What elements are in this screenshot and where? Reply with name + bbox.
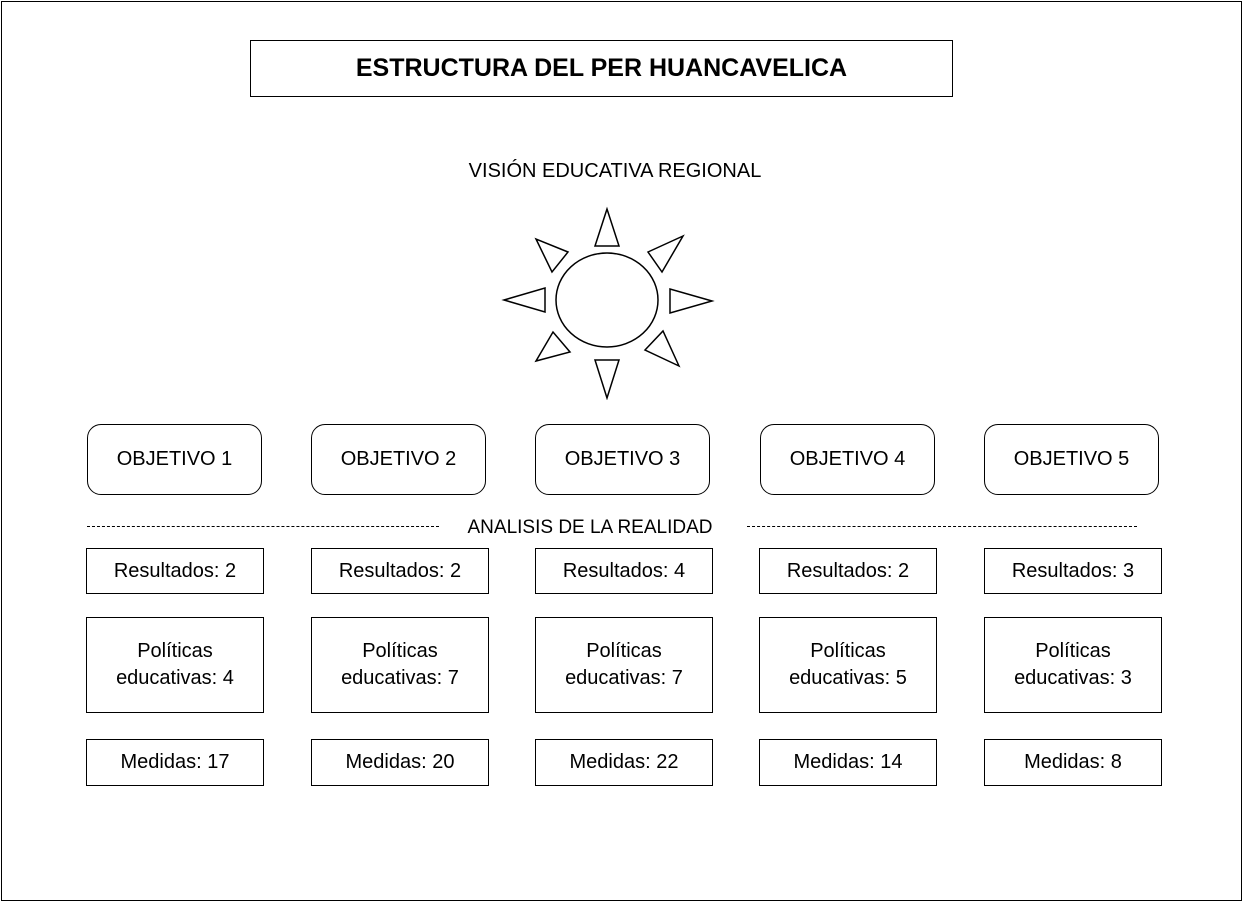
objective-box-3: OBJETIVO 3 bbox=[535, 424, 710, 495]
objective-box-4: OBJETIVO 4 bbox=[760, 424, 935, 495]
analysis-divider-left bbox=[87, 526, 439, 527]
policies-box-3: Políticas educativas: 7 bbox=[535, 617, 713, 713]
results-box-1: Resultados: 2 bbox=[86, 548, 264, 594]
analysis-divider-right bbox=[747, 526, 1137, 527]
policies-count: educativas: 7 bbox=[341, 667, 459, 689]
diagram-title: ESTRUCTURA DEL PER HUANCAVELICA bbox=[250, 40, 953, 97]
objective-box-1: OBJETIVO 1 bbox=[87, 424, 262, 495]
policies-box-1: Políticas educativas: 4 bbox=[86, 617, 264, 713]
policies-box-5: Políticas educativas: 3 bbox=[984, 617, 1162, 713]
measures-box-2: Medidas: 20 bbox=[311, 739, 489, 786]
policies-label: Políticas bbox=[1035, 640, 1111, 662]
policies-label: Políticas bbox=[586, 640, 662, 662]
measures-box-1: Medidas: 17 bbox=[86, 739, 264, 786]
policies-count: educativas: 5 bbox=[789, 667, 907, 689]
policies-box-4: Políticas educativas: 5 bbox=[759, 617, 937, 713]
vision-label: VISIÓN EDUCATIVA REGIONAL bbox=[468, 160, 762, 182]
policies-box-2: Políticas educativas: 7 bbox=[311, 617, 489, 713]
results-box-2: Resultados: 2 bbox=[311, 548, 489, 594]
policies-label: Políticas bbox=[810, 640, 886, 662]
results-box-4: Resultados: 2 bbox=[759, 548, 937, 594]
analysis-label: ANALISIS DE LA REALIDAD bbox=[440, 517, 740, 539]
results-box-5: Resultados: 3 bbox=[984, 548, 1162, 594]
policies-label: Políticas bbox=[137, 640, 213, 662]
objective-box-2: OBJETIVO 2 bbox=[311, 424, 486, 495]
objective-box-5: OBJETIVO 5 bbox=[984, 424, 1159, 495]
results-box-3: Resultados: 4 bbox=[535, 548, 713, 594]
measures-box-5: Medidas: 8 bbox=[984, 739, 1162, 786]
policies-count: educativas: 7 bbox=[565, 667, 683, 689]
policies-count: educativas: 4 bbox=[116, 667, 234, 689]
policies-count: educativas: 3 bbox=[1014, 667, 1132, 689]
sun-icon bbox=[501, 206, 715, 400]
policies-label: Políticas bbox=[362, 640, 438, 662]
measures-box-4: Medidas: 14 bbox=[759, 739, 937, 786]
measures-box-3: Medidas: 22 bbox=[535, 739, 713, 786]
